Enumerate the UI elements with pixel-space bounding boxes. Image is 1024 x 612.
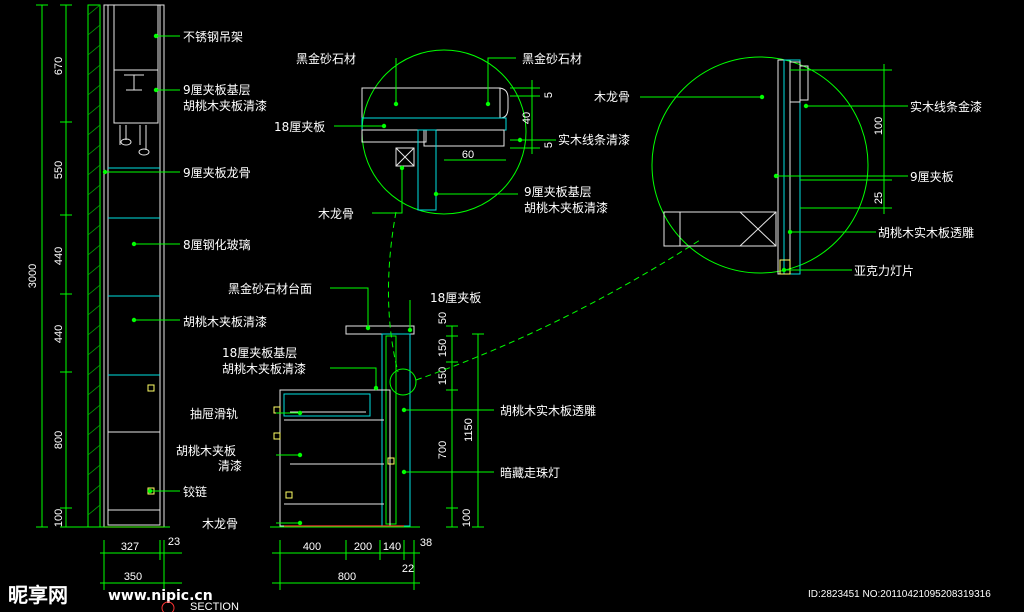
left-dimension-lines: 3000 670 550 440 440 800 100 [27, 4, 72, 528]
dim-440-a: 440 [53, 247, 65, 265]
label-d1-stone-left: 黑金砂石材 [296, 51, 356, 66]
label-ply18-top: 18厘夹板 [430, 291, 481, 305]
dim-1150: 1150 [463, 418, 475, 442]
detail-connector-left [387, 211, 399, 373]
dim-440-b: 440 [53, 325, 65, 343]
dim-d1-60: 60 [462, 149, 474, 161]
left-wall-section [60, 4, 170, 528]
label-counter-top: 黑金砂石材台面 [228, 281, 312, 296]
label-walnut-carve: 胡桃木实木板透雕 [500, 403, 596, 418]
label-ply9-walnut-1: 9厘夹板基层 [183, 83, 251, 97]
dim-200: 200 [354, 541, 372, 553]
dim-100-right: 100 [461, 509, 473, 527]
dim-22: 22 [402, 563, 414, 575]
dim-400: 400 [303, 541, 321, 553]
dim-38: 38 [420, 537, 432, 549]
dim-550: 550 [53, 161, 65, 179]
label-walnut-lacquer: 胡桃木夹板清漆 [183, 314, 267, 329]
label-ply9-walnut-2: 胡桃木夹板清漆 [183, 98, 267, 113]
label-d2-walnut-carve: 胡桃木实木板透雕 [878, 225, 974, 240]
dim-d1-40: 40 [521, 112, 533, 124]
center-leaders: 黑金砂石材台面 18厘夹板 18厘夹板基层 胡桃木夹板清漆 抽屉滑轨 胡桃木夹板… [176, 281, 596, 531]
label-drawer-rail: 抽屉滑轨 [190, 407, 238, 421]
label-glass8: 8厘钢化玻璃 [183, 238, 251, 252]
dim-23: 23 [168, 536, 180, 548]
label-walnut-ply: 胡桃木夹板 [176, 443, 236, 458]
label-d2-acrylic: 亚克力灯片 [854, 264, 914, 278]
label-d1-wood-keel: 木龙骨 [318, 207, 354, 221]
counter-section [270, 325, 420, 528]
dim-d1-5b: 5 [543, 142, 555, 148]
watermark-id: ID:2823451 NO:20110421095208319316 [808, 589, 991, 600]
label-d1-ply9-b: 胡桃木夹板清漆 [524, 200, 608, 215]
dim-100-left: 100 [53, 509, 65, 527]
dim-150-a: 150 [437, 339, 449, 357]
dim-d2-100: 100 [873, 117, 885, 135]
label-ply18-a: 18厘夹板基层 [222, 346, 297, 360]
label-wood-keel-bottom: 木龙骨 [202, 517, 238, 531]
label-hidden-lamp: 暗藏走珠灯 [500, 465, 560, 480]
dim-700: 700 [437, 441, 449, 459]
dim-327: 327 [121, 541, 139, 553]
dim-800-bottom: 800 [338, 571, 356, 583]
dim-670: 670 [53, 57, 65, 75]
label-d2-trim-gold: 实木线条金漆 [910, 99, 982, 114]
watermark: 昵享网 www.nipic.cn ID:2823451 NO:201104210… [8, 583, 991, 612]
left-bottom-dims: 327 23 350 [100, 536, 182, 590]
dim-350: 350 [124, 571, 142, 583]
label-walnut-lacquer-2: 清漆 [218, 459, 242, 473]
dim-d2-25: 25 [873, 192, 885, 204]
detail-circle-countertop: 5 40 5 60 黑金砂石材 黑金砂石材 18厘夹板 实木线条清漆 9厘夹板基… [274, 49, 630, 221]
detail-connector-right [415, 239, 701, 381]
dim-d1-5a: 5 [543, 92, 555, 98]
dim-150-b: 150 [437, 367, 449, 385]
dim-50: 50 [437, 312, 449, 324]
watermark-brand: 昵享网 [8, 583, 68, 607]
label-d1-ply9-a: 9厘夹板基层 [524, 185, 592, 199]
label-ply18-b: 胡桃木夹板清漆 [222, 361, 306, 376]
label-ply9-keel: 9厘夹板龙骨 [183, 166, 251, 180]
center-vertical-dims: 50 150 150 700 100 1150 [437, 312, 484, 528]
label-d1-ply18: 18厘夹板 [274, 120, 325, 134]
dim-140: 140 [383, 541, 401, 553]
center-bottom-dims: 400 200 140 38 800 22 [272, 537, 432, 590]
label-d1-wood-trim: 实木线条清漆 [558, 132, 630, 147]
detail-circle-panel: 100 25 木龙骨 实木线条金漆 9厘夹板 胡桃木实木板透雕 亚克力灯片 [594, 56, 982, 278]
watermark-url: www.nipic.cn [108, 588, 213, 604]
dim-800-left: 800 [53, 431, 65, 449]
label-hinge: 铰链 [183, 484, 207, 499]
left-leaders: 不锈钢吊架 9厘夹板基层 胡桃木夹板清漆 9厘夹板龙骨 8厘钢化玻璃 胡桃木夹板… [102, 30, 267, 499]
label-hanger: 不锈钢吊架 [183, 30, 243, 44]
label-d1-stone-right: 黑金砂石材 [522, 51, 582, 66]
label-d2-ply9: 9厘夹板 [910, 170, 954, 184]
label-d2-wood-keel: 木龙骨 [594, 90, 630, 104]
section-label: SECTION [190, 601, 239, 612]
dim-3000: 3000 [27, 264, 39, 288]
